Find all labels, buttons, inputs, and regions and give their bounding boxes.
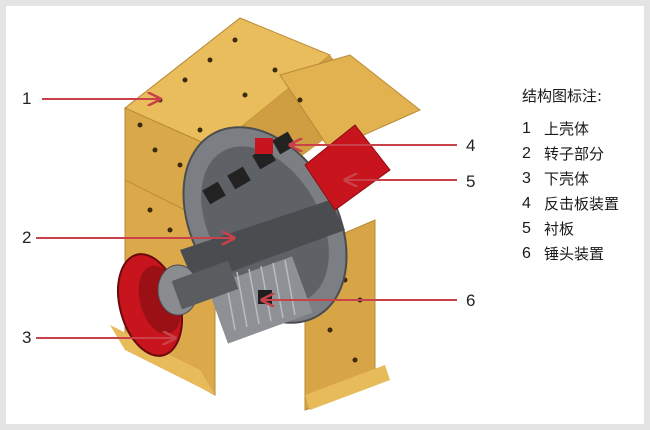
legend-item: 5 衬板	[522, 216, 619, 241]
legend-label: 衬板	[544, 220, 575, 238]
callout-2: 2	[22, 228, 32, 247]
callout-6: 6	[466, 291, 476, 310]
callout-3: 3	[22, 328, 32, 347]
legend-label: 锤头装置	[544, 245, 605, 263]
legend-number: 5	[522, 219, 531, 237]
legend-item: 1 上壳体	[522, 116, 619, 141]
legend-item: 6 锤头装置	[522, 241, 619, 266]
legend-label: 上壳体	[544, 120, 590, 138]
callout-5: 5	[466, 172, 476, 191]
pulley	[117, 253, 239, 357]
legend-label: 转子部分	[544, 145, 605, 163]
callout-1: 1	[22, 89, 32, 108]
legend-number: 6	[522, 244, 531, 262]
legend-number: 2	[522, 144, 531, 162]
callout-4: 4	[466, 136, 476, 155]
leader-lines	[36, 99, 457, 338]
legend-title: 结构图标注:	[522, 87, 603, 105]
legend-item: 4 反击板装置	[522, 191, 619, 216]
impact-plate	[255, 138, 273, 154]
liner	[304, 124, 391, 211]
hammer-assembly	[258, 290, 272, 304]
legend-number: 4	[522, 194, 531, 212]
legend-item: 2 转子部分	[522, 141, 619, 166]
legend-label: 下壳体	[544, 170, 590, 188]
legend: 结构图标注: 1 上壳体 2 转子部分 3 下壳体 4 反击板装置 5 衬板 6…	[522, 85, 619, 266]
legend-number: 3	[522, 169, 531, 187]
legend-item: 3 下壳体	[522, 166, 619, 191]
legend-label: 反击板装置	[544, 195, 620, 213]
legend-number: 1	[522, 119, 531, 137]
